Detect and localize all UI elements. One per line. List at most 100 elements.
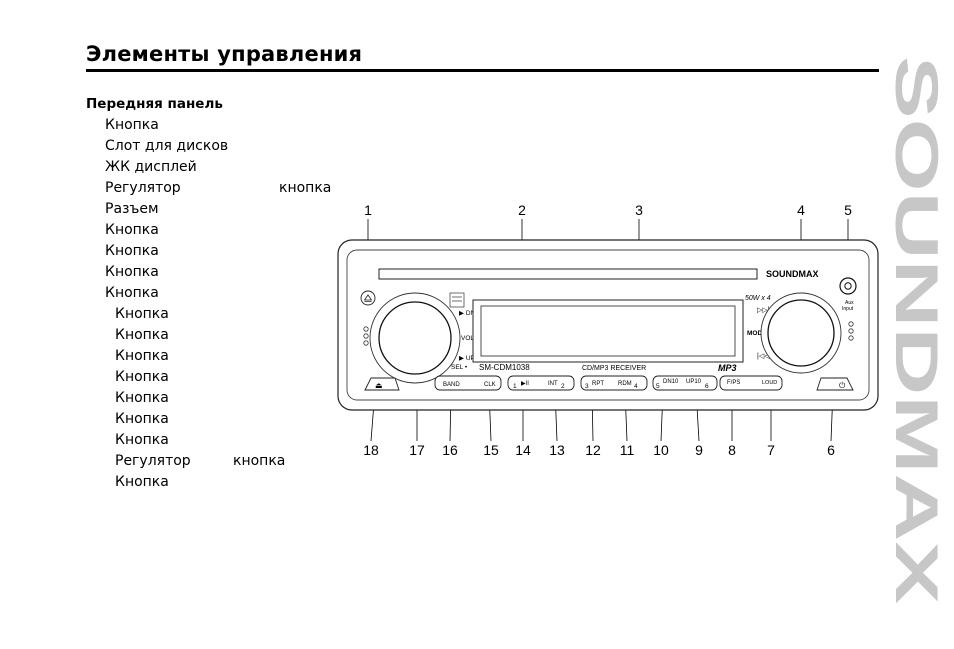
control-item-label: Регулятор [105, 180, 181, 196]
control-item: Кнопка [105, 117, 159, 133]
svg-text:UP10: UP10 [686, 379, 702, 385]
control-item: Кнопка [115, 432, 169, 448]
button-5-6: 5 DN10 UP10 6 [652, 375, 718, 391]
disc-slot [378, 268, 758, 280]
control-item-label: Кнопка [115, 348, 169, 364]
control-item: Кнопка [115, 348, 169, 364]
callout-number: 16 [442, 442, 458, 458]
aux-label: Aux [845, 300, 854, 306]
callout-number: 18 [363, 442, 379, 458]
svg-text:4: 4 [634, 383, 638, 390]
dn-label: ▶ DN [459, 310, 476, 317]
power-icon: ⏻ [839, 381, 846, 390]
svg-text:DN10: DN10 [663, 379, 679, 385]
eject-icon [363, 294, 373, 302]
control-item-label: Кнопка [105, 243, 159, 259]
callout-number: 2 [518, 202, 526, 218]
callout-number: 12 [585, 442, 601, 458]
lcd-display-inner [480, 305, 736, 357]
control-item-label: Разъем [105, 201, 159, 217]
callout-number: 10 [653, 442, 669, 458]
receiver-label: CD/MP3 RECEIVER [582, 365, 646, 372]
callout-number: 15 [483, 442, 499, 458]
svg-text:RPT: RPT [592, 381, 604, 387]
control-item-label: Кнопка [115, 411, 169, 427]
svg-text:LOUD: LOUD [762, 380, 777, 386]
control-item-label: Слот для дисков [105, 138, 229, 154]
mp3-logo: MP3 [718, 363, 737, 373]
callout-number: 3 [635, 202, 643, 218]
unit-brand-label: SOUNDMAX [766, 269, 819, 279]
control-item: Кнопка [115, 306, 169, 322]
sel-label: SEL • [451, 364, 468, 371]
cd-logo [449, 292, 465, 308]
control-item: Кнопка [115, 390, 169, 406]
release-button [364, 377, 400, 391]
svg-text:INT: INT [548, 381, 558, 387]
next-track-icon: ▷▷| [757, 307, 770, 314]
section-heading: Передняя панель [86, 96, 223, 112]
prev-track-icon: |◁◁ [757, 353, 770, 360]
callout-number: 1 [364, 202, 372, 218]
left-knob [378, 301, 452, 375]
control-item: Кнопка [105, 285, 159, 301]
callout-number: 6 [827, 442, 835, 458]
control-item: Кнопка [115, 411, 169, 427]
control-item: Кнопка [105, 243, 159, 259]
brand-watermark-text: SOUNDMAX [884, 56, 942, 604]
control-item: Кнопка [115, 369, 169, 385]
button-3-4: 3 RPT RDM 4 [580, 375, 648, 391]
left-dots-indicator [363, 326, 369, 346]
control-item: Кнопка [105, 222, 159, 238]
eject-button [360, 290, 376, 306]
title-divider [86, 69, 879, 72]
svg-text:CLK: CLK [484, 382, 496, 388]
control-item: Разъем [105, 201, 159, 217]
control-item: Слот для дисков [105, 138, 228, 154]
control-item: Кнопка [105, 264, 159, 280]
right-knob [767, 299, 835, 367]
control-item: Кнопка [115, 327, 169, 343]
svg-text:RDM: RDM [618, 381, 632, 387]
release-icon: ⏏ [375, 381, 383, 390]
up-label: ▶ UP [459, 355, 475, 362]
svg-text:1: 1 [513, 383, 517, 390]
button-fps-loud: F/PS LOUD [719, 375, 783, 391]
svg-text:▶II: ▶II [521, 381, 529, 387]
button-1-2: 1 ▶II INT 2 [507, 375, 575, 391]
svg-text:3: 3 [585, 383, 589, 390]
vol-label: VOL [461, 335, 474, 342]
button-band-clk: BAND CLK [434, 375, 502, 391]
control-item-label: Кнопка [105, 222, 159, 238]
control-item-label: Регулятор [115, 453, 191, 469]
control-item-label: Кнопка [115, 327, 169, 343]
callout-number: 14 [515, 442, 531, 458]
control-item-label: Кнопка [115, 390, 169, 406]
control-item-label: Кнопка [115, 369, 169, 385]
callout-number: 4 [797, 202, 805, 218]
brand-watermark: SOUNDMAX [884, 56, 942, 604]
svg-text:2: 2 [561, 383, 565, 390]
control-item-label: ЖК дисплей [105, 159, 197, 175]
control-item-label: Кнопка [105, 264, 159, 280]
callout-number: 8 [728, 442, 736, 458]
callout-number: 11 [620, 442, 635, 458]
model-label: SM-CDM1038 [479, 363, 530, 372]
control-item-label: Кнопка [115, 432, 169, 448]
aux-input-label: Input [842, 306, 854, 312]
power-button [816, 377, 854, 391]
callout-number: 17 [409, 442, 425, 458]
svg-text:F/PS: F/PS [727, 380, 740, 386]
control-item-label: Кнопка [105, 285, 159, 301]
mod-label: MOD [747, 330, 762, 337]
callout-number: 13 [549, 442, 565, 458]
svg-text:BAND: BAND [443, 382, 460, 388]
control-item-label: Кнопка [115, 306, 169, 322]
svg-text:5: 5 [656, 383, 660, 390]
callout-number: 9 [695, 442, 703, 458]
svg-text:6: 6 [705, 383, 709, 390]
